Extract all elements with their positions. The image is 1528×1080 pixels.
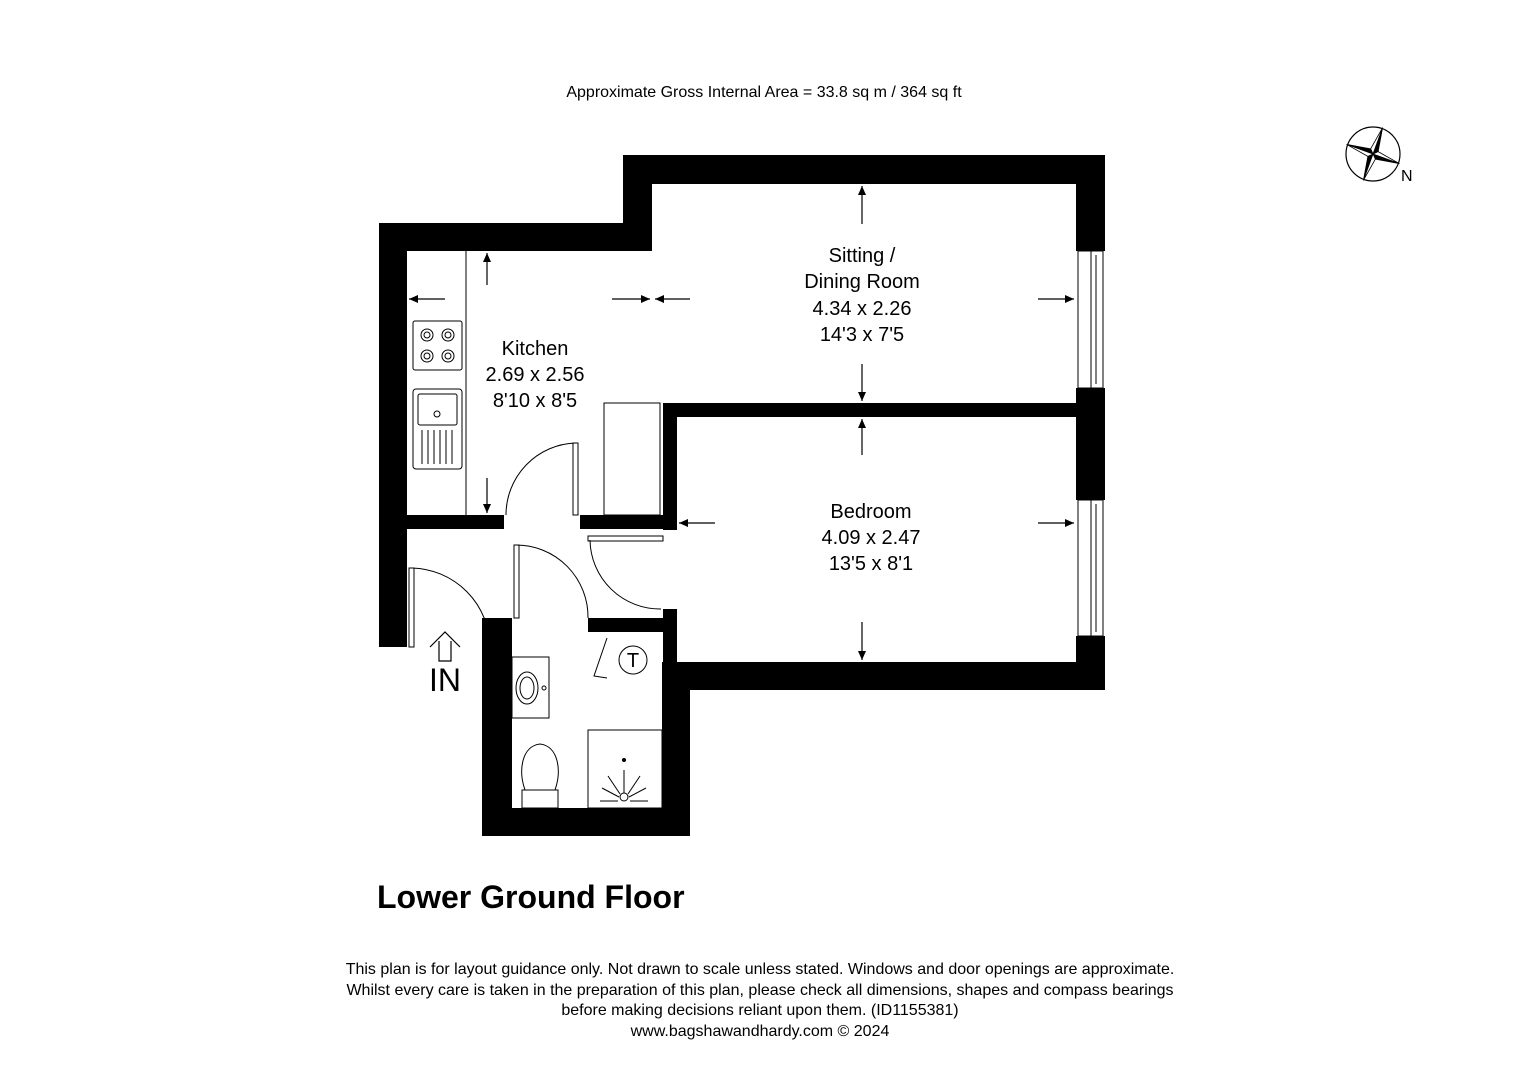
room-label-bedroom: Bedroom 4.09 x 2.47 13'5 x 8'1 xyxy=(822,501,921,575)
entrance-label: IN xyxy=(429,662,461,698)
walls xyxy=(379,155,1105,836)
bathroom-fittings xyxy=(511,645,663,809)
kitchen-metric: 2.69 x 2.56 xyxy=(486,364,585,386)
bedroom-imperial: 13'5 x 8'1 xyxy=(829,553,913,575)
disclaimer-line-3: before making decisions reliant upon the… xyxy=(561,1002,959,1019)
website-copyright: www.bagshawandhardy.com © 2024 xyxy=(630,1022,890,1040)
shower-icon xyxy=(587,729,663,809)
windows xyxy=(1077,250,1104,637)
disclaimer: This plan is for layout guidance only. N… xyxy=(250,960,1270,1042)
tank-label: T xyxy=(627,650,639,672)
kitchen-name: Kitchen xyxy=(502,338,569,360)
floor-title: Lower Ground Floor xyxy=(377,879,685,915)
toilet-icon xyxy=(521,743,559,809)
basin-icon xyxy=(511,656,550,719)
kitchen-sink-icon xyxy=(412,388,463,470)
room-label-sitting: Sitting / Dining Room 4.34 x 2.26 14'3 x… xyxy=(804,245,920,346)
sitting-room-name-2: Dining Room xyxy=(804,271,920,293)
doors xyxy=(408,442,664,679)
compass-north-label: N xyxy=(1401,168,1413,185)
compass-star-icon xyxy=(1345,126,1401,182)
sitting-room-name-1: Sitting / xyxy=(829,245,896,267)
tank-icon xyxy=(618,645,648,675)
kitchen-fittings xyxy=(412,251,661,516)
room-label-kitchen: Kitchen 2.69 x 2.56 8'10 x 8'5 xyxy=(486,338,585,412)
entrance-arrow-icon xyxy=(429,631,461,662)
disclaimer-line-1: This plan is for layout guidance only. N… xyxy=(345,961,1175,978)
kitchen-imperial: 8'10 x 8'5 xyxy=(493,390,577,412)
gross-internal-area: Approximate Gross Internal Area = 33.8 s… xyxy=(566,84,962,101)
hob-icon xyxy=(412,320,463,371)
bedroom-metric: 4.09 x 2.47 xyxy=(822,527,921,549)
disclaimer-line-2: Whilst every care is taken in the prepar… xyxy=(346,981,1174,999)
sitting-room-metric: 4.34 x 2.26 xyxy=(813,298,912,320)
dimension-arrows xyxy=(409,186,1074,660)
sitting-room-imperial: 14'3 x 7'5 xyxy=(820,324,904,346)
bedroom-name: Bedroom xyxy=(830,501,911,523)
